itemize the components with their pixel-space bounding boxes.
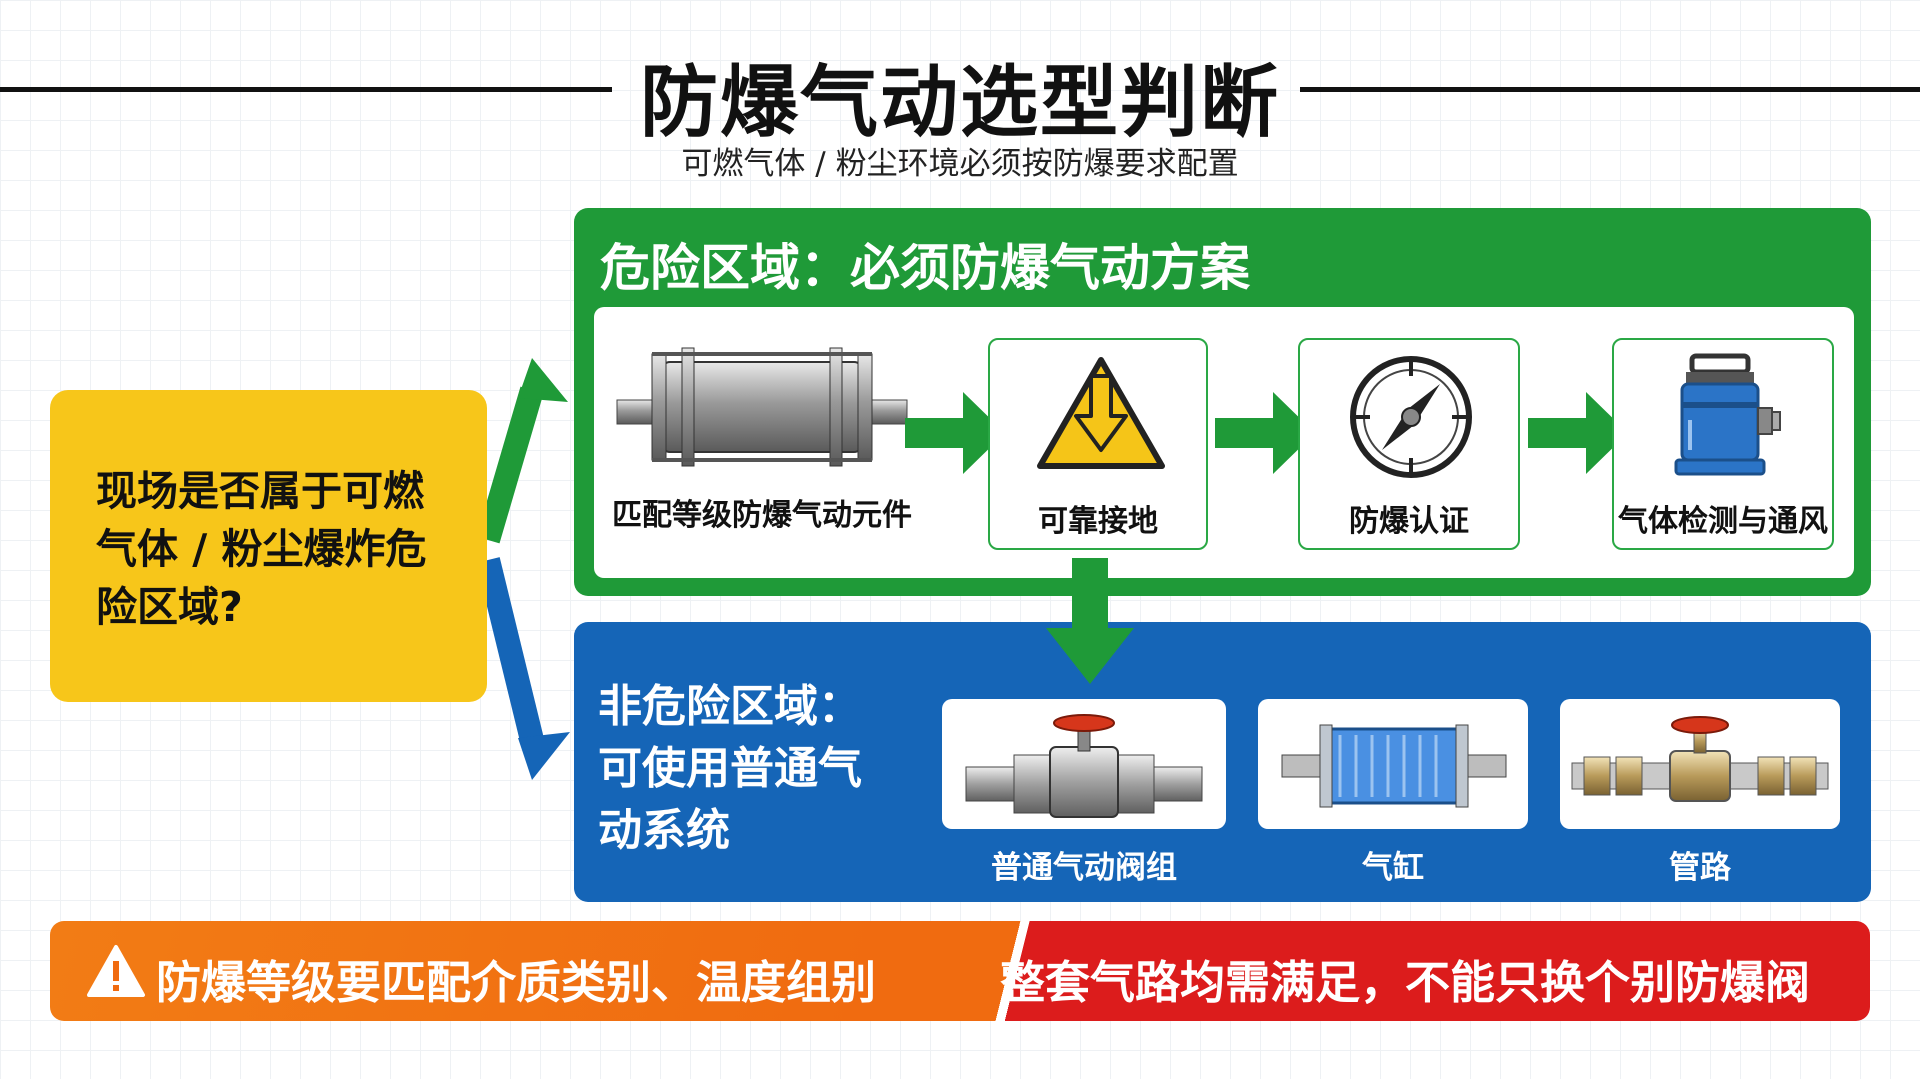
step-explosion-proof-certification: 防爆认证 xyxy=(1298,338,1520,550)
non-hazardous-title-line: 可使用普通气 xyxy=(598,743,862,794)
item-label: 普通气动阀组 xyxy=(991,850,1177,886)
pipeline-valve-icon xyxy=(1571,716,1829,802)
flow-arrow-icon xyxy=(1215,392,1315,474)
step-label: 匹配等级防爆气动元件 xyxy=(612,498,912,533)
item-card xyxy=(1560,699,1840,829)
step-explosion-proof-components: 匹配等级防爆气动元件 xyxy=(612,340,912,540)
banner-right-text: 整套气路均需满足，不能只换个别防爆阀 xyxy=(1000,956,1811,1009)
title-rule-right xyxy=(1300,87,1920,92)
item-card xyxy=(942,699,1226,829)
decision-question-text: 现场是否属于可燃气体 / 粉尘爆炸危险区域? xyxy=(96,467,427,631)
banner-left-text: 防爆等级要匹配介质类别、温度组别 xyxy=(156,956,877,1009)
down-arrow-icon xyxy=(1046,558,1134,684)
step-reliable-grounding: 可靠接地 xyxy=(988,338,1208,550)
grounding-warning-icon xyxy=(1037,357,1165,469)
branch-arrow-green xyxy=(476,386,544,544)
step-label: 可靠接地 xyxy=(1038,504,1158,539)
page-subtitle: 可燃气体 / 粉尘环境必须按防爆要求配置 xyxy=(681,146,1239,182)
item-label: 气缸 xyxy=(1362,850,1424,886)
non-hazardous-title-line: 非危险区域： xyxy=(598,681,862,732)
page-title: 防爆气动选型判断 xyxy=(639,58,1280,148)
branch-arrowhead-blue xyxy=(518,732,570,780)
gas-detector-icon xyxy=(1674,353,1781,476)
valve-assembly-icon xyxy=(965,714,1203,818)
branch-arrows xyxy=(476,358,570,780)
warning-triangle-icon xyxy=(87,945,145,997)
certification-gauge-icon xyxy=(1350,356,1472,478)
flow-arrow-icon xyxy=(1528,392,1628,474)
step-label: 防爆认证 xyxy=(1349,504,1469,539)
branch-arrow-blue xyxy=(476,557,544,743)
step-label: 气体检测与通风 xyxy=(1618,504,1828,539)
step-gas-detection-ventilation: 气体检测与通风 xyxy=(1612,338,1834,550)
item-label: 管路 xyxy=(1669,850,1731,886)
bottom-warning-banner xyxy=(50,921,1870,1021)
non-hazardous-title: 非危险区域： 可使用普通气 动系统 xyxy=(598,676,862,862)
non-hazardous-title-line: 动系统 xyxy=(598,805,730,856)
hazardous-title: 危险区域：必须防爆气动方案 xyxy=(600,239,1250,297)
title-rule-left xyxy=(0,87,612,92)
flow-arrow-icon xyxy=(905,392,1005,474)
blue-cylinder-icon xyxy=(1281,724,1507,808)
cylinder-icon xyxy=(616,347,908,467)
decision-question: 现场是否属于可燃气体 / 粉尘爆炸危险区域? xyxy=(50,390,487,702)
item-card xyxy=(1258,699,1528,829)
branch-arrowhead-green xyxy=(518,358,568,402)
